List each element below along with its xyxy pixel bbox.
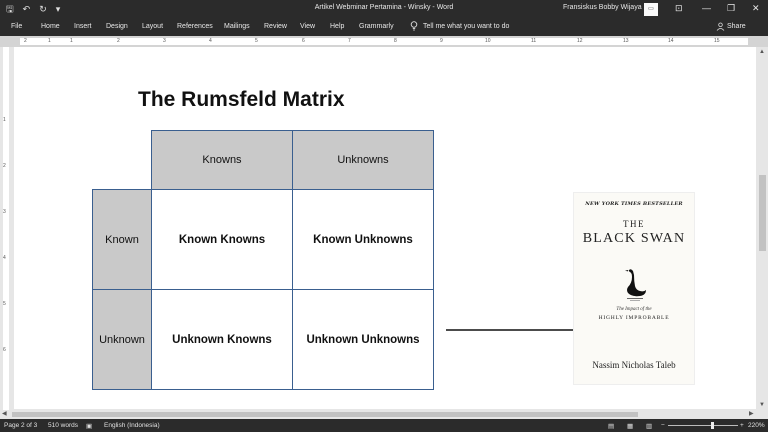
- ribbon-tabs: File Home Insert Design Layout Reference…: [0, 18, 768, 36]
- document-title[interactable]: The Rumsfeld Matrix: [138, 88, 345, 111]
- book-title: BLACK SWAN: [582, 231, 686, 246]
- scroll-right-icon[interactable]: ▶: [749, 411, 754, 417]
- ruler-tick: 10: [485, 38, 491, 44]
- vruler-tick: 3: [3, 209, 6, 215]
- minimize-icon[interactable]: —: [702, 3, 711, 13]
- ruler-tick: 11: [531, 38, 537, 44]
- ruler-tick: 2: [24, 38, 27, 44]
- quick-access-toolbar: 🖫 ↶ ↻ ▾: [6, 3, 60, 15]
- share-icon: [716, 22, 725, 31]
- tab-home[interactable]: Home: [41, 23, 60, 30]
- tab-layout[interactable]: Layout: [142, 23, 164, 30]
- col-header-unknowns[interactable]: Unknowns: [292, 130, 434, 190]
- book-cover-image[interactable]: NEW YORK TIMES BESTSELLER THE BLACK SWAN…: [573, 192, 695, 385]
- vertical-scrollbar[interactable]: ▲ ▼: [757, 47, 768, 411]
- vertical-ruler[interactable]: 1 2 3 4 5 6: [0, 47, 12, 411]
- ruler-tick: 15: [714, 38, 720, 44]
- row-header-known[interactable]: Known: [92, 189, 152, 290]
- lightbulb-icon: [410, 21, 418, 31]
- zoom-slider[interactable]: [668, 425, 738, 426]
- zoom-level[interactable]: 220%: [748, 422, 765, 429]
- book-subtitle: The Impact of the: [616, 307, 652, 312]
- tab-mailings[interactable]: Mailings: [224, 23, 250, 30]
- redo-icon[interactable]: ↻: [39, 4, 47, 14]
- horizontal-ruler[interactable]: 2 1 1 2 3 4 5 6 7 8 9 10 11 12 13 14 15: [0, 36, 768, 47]
- tab-help[interactable]: Help: [330, 23, 345, 30]
- tab-file[interactable]: File: [11, 23, 23, 30]
- tab-insert[interactable]: Insert: [74, 23, 92, 30]
- cell-known-knowns[interactable]: Known Knowns: [151, 189, 293, 290]
- vruler-strip: [3, 47, 9, 411]
- tab-review[interactable]: Review: [264, 23, 287, 30]
- scroll-down-icon[interactable]: ▼: [759, 402, 765, 408]
- customize-qat-icon[interactable]: ▾: [55, 4, 61, 14]
- window-title: Artikel Webminar Pertamina - Winsky - Wo…: [314, 4, 454, 11]
- proofing-icon[interactable]: ▣: [86, 423, 93, 430]
- focus-mode-icon[interactable]: ▤: [608, 423, 615, 430]
- book-title-the: THE: [623, 219, 645, 229]
- maximize-icon[interactable]: ❐: [727, 3, 736, 13]
- avatar[interactable]: ▭: [644, 3, 658, 16]
- page-count[interactable]: Page 2 of 3: [4, 422, 38, 429]
- zoom-slider-handle[interactable]: [711, 422, 714, 429]
- vruler-tick: 4: [3, 255, 6, 261]
- ruler-tick: 9: [440, 38, 443, 44]
- row-header-unknown[interactable]: Unknown: [92, 289, 152, 390]
- tab-grammarly[interactable]: Grammarly: [359, 23, 394, 30]
- vruler-tick: 5: [3, 301, 6, 307]
- ruler-tick: 7: [348, 38, 351, 44]
- tab-view[interactable]: View: [300, 23, 316, 30]
- share-button[interactable]: Share: [727, 23, 746, 30]
- ruler-tick: 1: [48, 38, 51, 44]
- vruler-tick: 6: [3, 347, 6, 353]
- zoom-out-button[interactable]: −: [661, 422, 665, 429]
- ruler-tick: 1: [70, 38, 73, 44]
- status-bar: Page 2 of 3 510 words ▣ English (Indones…: [0, 419, 768, 432]
- vruler-tick: 2: [3, 163, 6, 169]
- book-author: Nassim Nicholas Taleb: [592, 360, 676, 370]
- ruler-tick: 13: [623, 38, 629, 44]
- ribbon-options-icon[interactable]: ⊡: [675, 3, 683, 13]
- undo-icon[interactable]: ↶: [22, 4, 31, 14]
- cell-unknown-knowns[interactable]: Unknown Knowns: [151, 289, 293, 390]
- col-header-knowns[interactable]: Knowns: [151, 130, 293, 190]
- ruler-tick: 4: [209, 38, 212, 44]
- title-bar: 🖫 ↶ ↻ ▾ Artikel Webminar Pertamina - Win…: [0, 0, 768, 18]
- ruler-tick: 2: [117, 38, 120, 44]
- ruler-strip: [20, 38, 748, 45]
- black-swan-icon: [625, 269, 646, 301]
- tab-references[interactable]: References: [177, 23, 213, 30]
- word-count[interactable]: 510 words: [48, 422, 78, 429]
- zoom-in-button[interactable]: +: [740, 422, 744, 429]
- web-layout-icon[interactable]: ▥: [646, 423, 653, 430]
- scroll-up-icon[interactable]: ▲: [759, 49, 765, 55]
- user-name[interactable]: Fransiskus Bobby Wijaya: [563, 4, 642, 11]
- ruler-tick: 5: [255, 38, 258, 44]
- cell-unknown-unknowns[interactable]: Unknown Unknowns: [292, 289, 434, 390]
- book-subtitle-2: HIGHLY IMPROBABLE: [598, 315, 670, 321]
- cell-known-unknowns[interactable]: Known Unknowns: [292, 189, 434, 290]
- book-bestseller-line: NEW YORK TIMES BESTSELLER: [585, 201, 683, 207]
- ruler-tick: 12: [577, 38, 583, 44]
- close-icon[interactable]: ✕: [752, 3, 760, 13]
- horizontal-scroll-thumb[interactable]: [12, 412, 638, 417]
- scroll-left-icon[interactable]: ◀: [2, 411, 7, 417]
- ruler-tick: 6: [302, 38, 305, 44]
- language-indicator[interactable]: English (Indonesia): [104, 422, 160, 429]
- ruler-tick: 3: [163, 38, 166, 44]
- print-layout-icon[interactable]: ▦: [627, 423, 634, 430]
- ruler-tick: 14: [668, 38, 674, 44]
- horizontal-scrollbar[interactable]: ◀ ▶: [0, 410, 757, 419]
- ruler-tick: 8: [394, 38, 397, 44]
- tab-design[interactable]: Design: [106, 23, 128, 30]
- vruler-tick: 1: [3, 117, 6, 123]
- tell-me-search[interactable]: Tell me what you want to do: [423, 23, 510, 30]
- vertical-scroll-thumb[interactable]: [759, 175, 766, 251]
- save-icon[interactable]: 🖫: [6, 4, 14, 14]
